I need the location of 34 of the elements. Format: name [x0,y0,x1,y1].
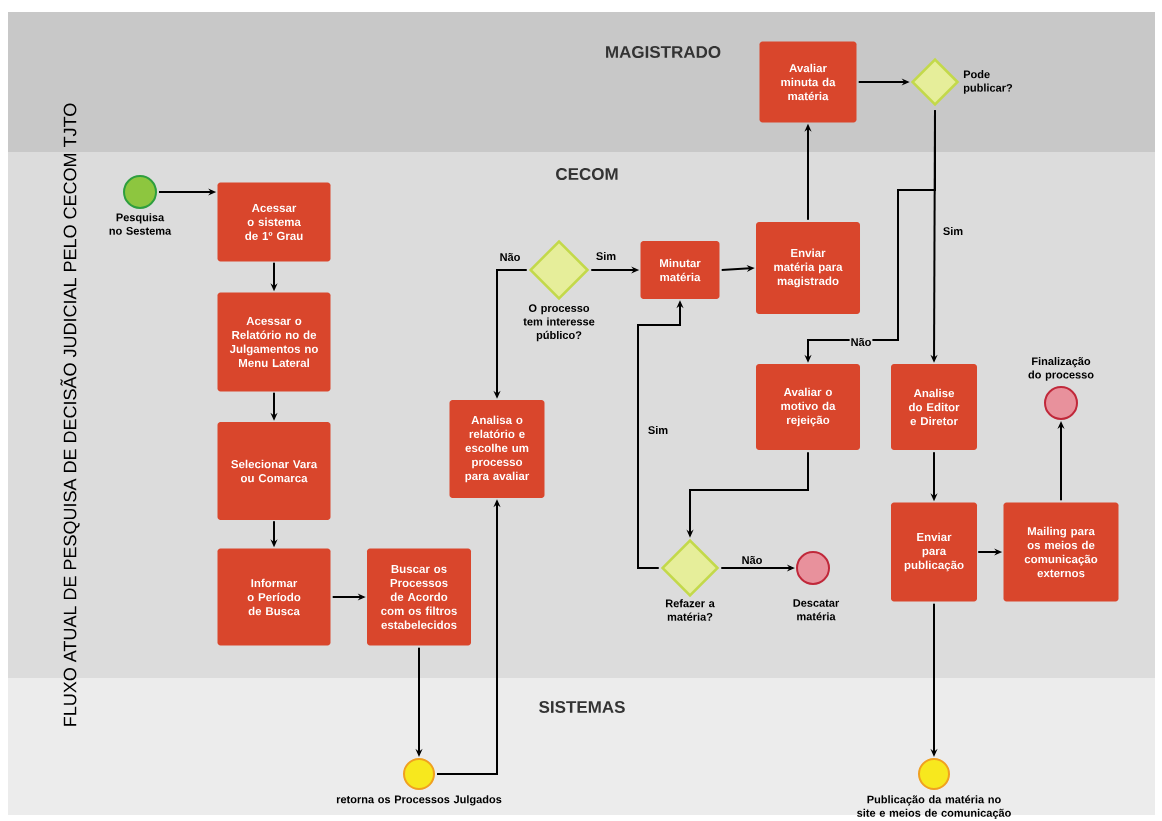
diagram-title: FLUXO ATUAL DE PESQUISA DE DECISÃO JUDICIAL PELO CECOM TJTO [60,103,80,726]
lane-title: CECOM [556,168,618,180]
node-caption: Descatar matéria [793,599,840,621]
process-box: Mailing para os meios de comunicação externos [1003,502,1119,602]
edge-label: Sim [594,250,618,262]
event-circle [796,551,830,585]
node-caption: Pode publicar? [963,70,1013,94]
node-caption: Finalização do processo [1028,357,1094,381]
node-caption: Publicação da matéria no site e meios de comunicação [857,795,1011,820]
event-circle [123,175,157,209]
node-caption: Refazer a matéria? [666,599,715,621]
process-box: Acessar o sistema de 1º Grau [217,182,331,262]
lane-title: SISTEMAS [539,700,625,713]
process-box: Informar o Período de Busca [217,548,331,646]
edge-label: Não [740,555,764,565]
event-circle [1044,386,1078,420]
lane-title: MAGISTRADO [606,46,721,58]
process-box: Avaliar o motivo da rejeição [756,364,860,450]
process-box: Acessar o Relatório no de Julgamentos no Menu Lateral [217,292,331,392]
process-box: Enviar matéria para magistrado [756,222,860,314]
edge-label: Não [849,337,873,347]
process-box: Enviar para publicação [891,502,977,602]
process-box: Selecionar Vara ou Comarca [217,422,331,520]
node-caption: retorna os Processos Julgados [336,795,502,806]
process-box: Analisa o relatório e escolhe um processo para avaliar [449,400,545,498]
process-box: Buscar os Processos de Acordo com os filtros estabelecidos [367,548,471,646]
edge-label: Não [498,252,522,262]
process-box: Analise do Editor e Diretor [891,364,977,450]
process-box: Avaliar minuta da matéria [759,41,857,123]
edge-label: Sim [646,424,670,436]
node-caption: O processo tem interesse público? [523,304,595,342]
process-box: Minutar matéria [640,241,720,299]
node-caption: Pesquisa no Sestema [109,213,172,235]
edge-label: Sim [941,225,965,237]
